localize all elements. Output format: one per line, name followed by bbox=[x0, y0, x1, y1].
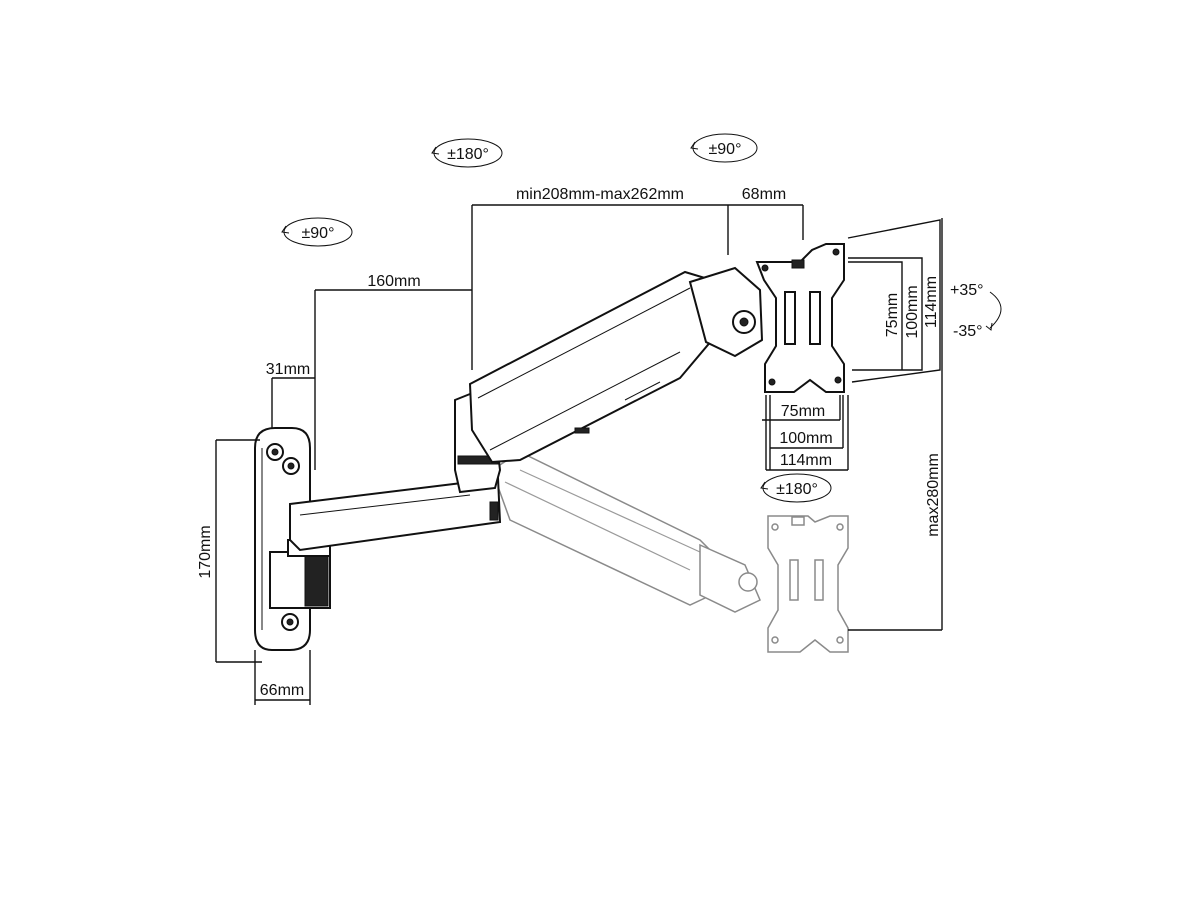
lowered-vesa-plate bbox=[767, 515, 849, 653]
elbow-swivel-label: ±180° bbox=[447, 146, 489, 163]
tilt-up-label: +35° bbox=[950, 282, 984, 299]
tilt-head bbox=[688, 266, 764, 358]
vesa-vertical-75-label: 75mm bbox=[884, 293, 901, 337]
tilt-down-label: -35° bbox=[953, 323, 983, 340]
vesa-vertical-100-label: 100mm bbox=[904, 285, 921, 338]
head-depth-label: 68mm bbox=[742, 186, 786, 203]
rotation-indicator-base: ±90° bbox=[281, 217, 353, 247]
screen-rotation-label: ±180° bbox=[776, 481, 818, 498]
vesa-horizontal-114-label: 114mm bbox=[780, 452, 832, 469]
rotation-indicator-elbow: ±180° bbox=[431, 138, 503, 168]
rotation-indicator-screen: ±180° bbox=[760, 473, 832, 503]
height-range-label: max280mm bbox=[925, 453, 942, 537]
tilt-indicator: +35° -35° bbox=[950, 282, 1002, 340]
base-swivel-label: ±90° bbox=[302, 225, 335, 242]
dimension-lines bbox=[215, 204, 943, 705]
vesa-horizontal-75-label: 75mm bbox=[781, 403, 825, 420]
upper-arm-length-label: 160mm bbox=[367, 273, 420, 290]
plate-height-label: 170mm bbox=[197, 525, 214, 578]
lowered-arm-ghost bbox=[491, 451, 849, 653]
forearm-gas-spring bbox=[468, 270, 714, 464]
vesa-horizontal-100-label: 100mm bbox=[779, 430, 832, 447]
plate-width-label: 66mm bbox=[260, 682, 304, 699]
raised-vesa-plate bbox=[755, 243, 845, 393]
rotation-indicator-head: ±90° bbox=[690, 133, 758, 163]
wall-offset-label: 31mm bbox=[266, 361, 310, 378]
head-swivel-label: ±90° bbox=[709, 141, 742, 158]
vesa-vertical-114-label: 114mm bbox=[923, 276, 940, 328]
forearm-length-label: min208mm-max262mm bbox=[516, 186, 684, 203]
